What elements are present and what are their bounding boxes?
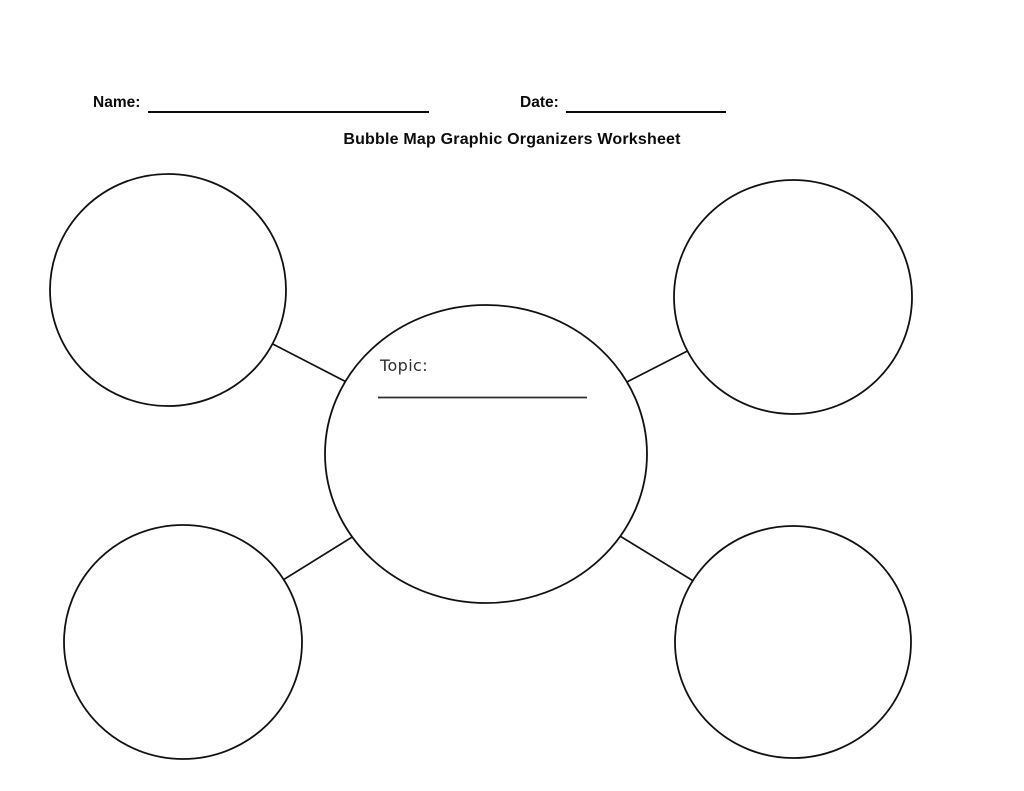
date-label: Date: xyxy=(520,94,559,111)
bubble-bottom-left xyxy=(63,524,303,760)
bubble-top-right xyxy=(673,179,913,415)
bubble-bottom-right xyxy=(674,525,912,759)
name-label: Name: xyxy=(93,94,141,111)
topic-label: Topic: xyxy=(379,356,428,375)
name-fill-line xyxy=(148,111,429,113)
topic-bubble xyxy=(324,304,648,604)
worksheet-title: Bubble Map Graphic Organizers Worksheet xyxy=(343,131,681,148)
bubble-top-left xyxy=(49,173,287,407)
date-fill-line xyxy=(566,111,726,113)
